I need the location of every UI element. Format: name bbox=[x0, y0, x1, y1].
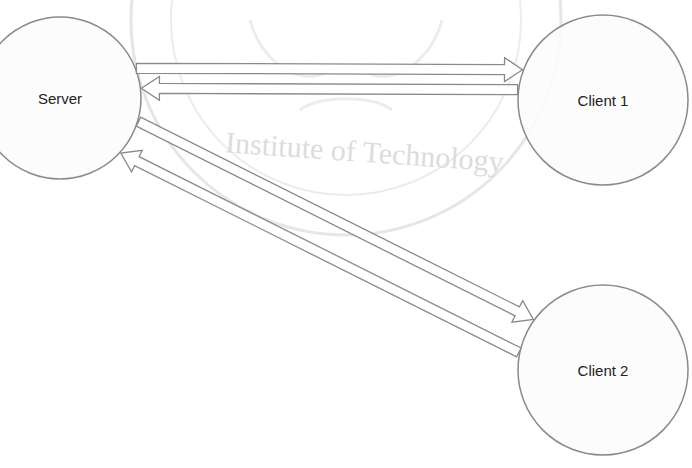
node-label: Server bbox=[38, 90, 82, 107]
block-arrow bbox=[136, 58, 522, 82]
block-arrow bbox=[136, 117, 533, 322]
node-circle: Client 2 bbox=[517, 284, 689, 456]
node-circle: Server bbox=[0, 16, 142, 180]
node-label: Client 2 bbox=[578, 362, 629, 379]
node-label: Client 1 bbox=[578, 92, 629, 109]
watermark-text: Institute of Technology bbox=[224, 125, 505, 178]
block-arrow bbox=[121, 150, 521, 357]
block-arrow bbox=[141, 76, 517, 100]
node-circle: Client 1 bbox=[517, 14, 689, 186]
